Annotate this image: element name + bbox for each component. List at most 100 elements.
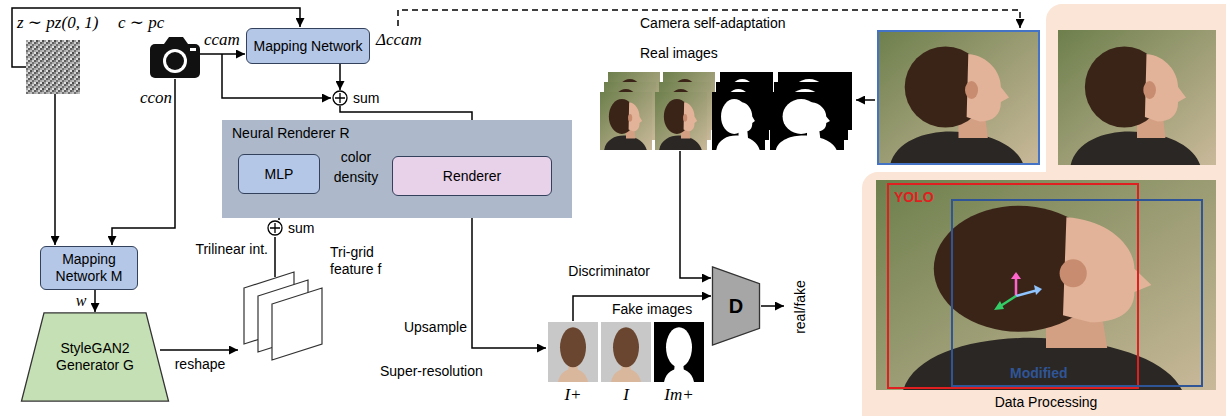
real-images-stack <box>600 72 852 150</box>
neural-renderer-band: Neural Renderer R MLP Renderer <box>222 120 572 218</box>
sum-node: sum <box>332 90 348 106</box>
edge-label: color <box>341 148 371 166</box>
edge-label: w <box>76 291 87 311</box>
camera-lens-ring <box>163 49 187 73</box>
label-text: Camera self-adaptation <box>640 15 786 32</box>
edge-label-text: w <box>76 291 87 311</box>
math-label: c ∼ pc <box>118 13 164 33</box>
edge-label: density <box>334 168 378 186</box>
text-label: Trilinear int. <box>195 240 268 258</box>
text-label: Upsample <box>404 318 467 336</box>
camera-icon <box>150 37 200 78</box>
label-text: I <box>623 385 629 405</box>
node-label: Mapping Network <box>254 38 363 55</box>
math-label: z ∼ pz(0, 1) <box>17 13 98 33</box>
math-label: Δccam <box>376 30 422 50</box>
edge-label-text: density <box>334 169 378 186</box>
axes-gizmo <box>994 272 1042 310</box>
discriminator-trapezoid: D <box>712 266 760 346</box>
axis <box>1016 290 1038 296</box>
text-label: YOLO <box>894 188 934 206</box>
camera-body <box>150 44 200 78</box>
data-processing-panel <box>862 172 1226 416</box>
label-text: Fake images <box>612 301 692 318</box>
camera-flash <box>190 48 196 51</box>
text-label: Discriminator <box>568 262 650 280</box>
trapezoid-shape <box>712 267 759 345</box>
label-text: real/fake <box>792 280 809 334</box>
label-text: Upsample <box>404 319 467 336</box>
mlp-box: MLP <box>238 154 320 194</box>
yolo-box <box>888 184 1138 388</box>
sum-plus <box>335 93 345 103</box>
sum-symbol <box>267 220 283 236</box>
label-text: Super-resolution <box>380 363 483 380</box>
input-photo <box>877 30 1040 165</box>
fake-image <box>601 322 651 382</box>
crop-frame <box>878 31 1039 164</box>
label-text: reshape <box>175 356 226 373</box>
mapping-network-box: Mapping Network M <box>40 246 138 290</box>
math-label: ccam <box>204 30 240 50</box>
label-text: c ∼ pc <box>118 13 164 33</box>
text-label: reshape <box>175 355 226 373</box>
wire <box>54 94 56 245</box>
sum-plus <box>270 223 280 233</box>
real-mask <box>770 92 844 150</box>
text-label: Data Processing <box>995 393 1098 411</box>
text-label: Camera self-adaptation <box>640 14 786 32</box>
wire <box>856 99 875 101</box>
noise-image <box>26 40 80 94</box>
label-text: Discriminator <box>568 263 650 280</box>
axis-head <box>1034 285 1042 295</box>
node-label: StyleGAN2 Generator G <box>47 340 143 374</box>
label-text: Trilinear int. <box>195 241 268 258</box>
axis-head <box>1011 272 1021 279</box>
node-label: MLP <box>265 166 294 183</box>
wire <box>472 197 546 348</box>
wire <box>680 151 711 278</box>
edge-label-text: color <box>341 149 371 166</box>
renderer-box: Renderer <box>392 156 552 196</box>
connector <box>339 64 341 90</box>
connector <box>94 290 96 312</box>
label-text: Tri-grid feature f <box>330 244 396 278</box>
label-text: Modified <box>1010 365 1068 382</box>
label-text: z ∼ pz(0, 1) <box>17 13 98 33</box>
fake-mask <box>654 322 704 382</box>
label-text: Im+ <box>664 385 693 405</box>
text-label: Real images <box>640 44 718 62</box>
node-label: Mapping Network M <box>47 251 131 285</box>
wire <box>274 237 276 277</box>
label-text: ccon <box>140 88 172 108</box>
sum-label: sum <box>288 219 304 237</box>
fake-image <box>548 322 598 382</box>
math-label: Im+ <box>664 385 693 405</box>
label-text: Data Processing <box>995 394 1098 411</box>
camera-top <box>164 37 188 44</box>
label-text: Real images <box>640 45 718 62</box>
wire <box>160 349 238 351</box>
mapping-network-box: Mapping Network <box>246 28 370 64</box>
math-label: ccon <box>140 88 172 108</box>
real-photo <box>600 92 652 150</box>
wire <box>761 305 784 307</box>
node-label: Renderer <box>443 168 501 185</box>
math-label: I+ <box>564 385 581 405</box>
tri-grid-plane <box>272 288 322 360</box>
g-part <box>244 272 322 360</box>
sum-circle <box>268 221 282 235</box>
text-label: Tri-grid feature f <box>330 244 396 278</box>
text-label: Fake images <box>612 300 692 318</box>
camera-lens <box>166 52 184 70</box>
node-label: D <box>729 294 743 318</box>
sum-circle <box>333 91 347 105</box>
math-label: I <box>623 385 629 405</box>
text-label: Super-resolution <box>380 362 483 380</box>
band-heading: Neural Renderer R <box>232 125 562 142</box>
real-photo <box>655 92 707 150</box>
